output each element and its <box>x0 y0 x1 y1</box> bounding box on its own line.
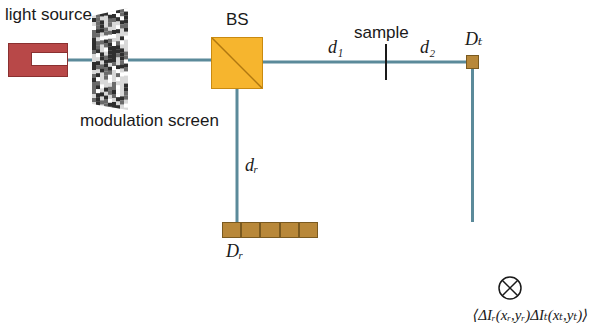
detector-pixel <box>299 222 318 238</box>
correlator-symbol <box>499 277 521 299</box>
part-label: sample <box>354 24 409 43</box>
detector-pixel <box>241 222 260 238</box>
light-beam <box>68 59 211 62</box>
node-label: Dᵣ <box>226 242 243 262</box>
node-label: light source <box>5 6 92 25</box>
light-source: light source <box>8 43 68 77</box>
distance-label: dᵣ <box>245 156 258 176</box>
light-beam <box>263 61 466 64</box>
lamp-window <box>31 52 68 66</box>
beam-splitter: BS <box>211 37 263 89</box>
light-beam <box>471 69 474 222</box>
distance-label: d₁ <box>328 38 343 58</box>
correlation-formula: ⟨ΔIᵣ(xᵣ,yᵣ)ΔIₜ(xₜ,yₜ)⟩ <box>472 307 588 324</box>
bucket-detector: Dₜ <box>466 55 479 69</box>
array-detector: Dᵣ <box>222 222 318 238</box>
node-label: Dₜ <box>465 30 482 50</box>
detector-pixel <box>280 222 299 238</box>
detector-pixel <box>260 222 279 238</box>
node-label: BS <box>226 11 249 30</box>
light-beam <box>236 89 239 222</box>
modulation-screen <box>92 0 128 114</box>
part-label: modulation screen <box>80 112 219 131</box>
distance-label: d₂ <box>420 38 435 58</box>
sample-plate <box>385 44 387 80</box>
splitter-diagonal <box>212 38 262 88</box>
detector-pixel <box>222 222 241 238</box>
